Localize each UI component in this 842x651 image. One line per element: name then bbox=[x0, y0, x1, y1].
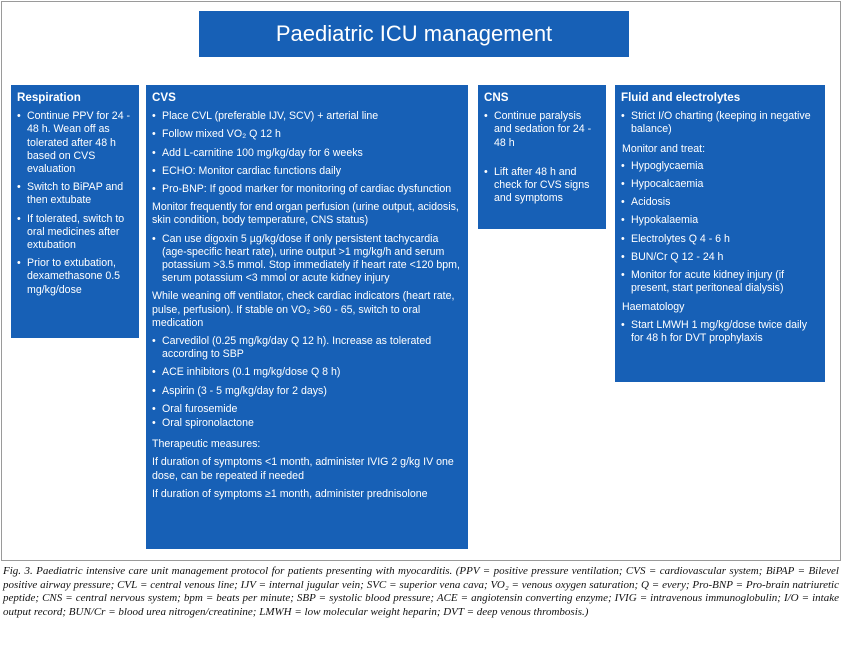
fluid-electrolytes-panel: Fluid and electrolytes Strict I/O charti… bbox=[615, 85, 825, 382]
cvs-oral-med-item: Oral spironolactone bbox=[152, 417, 462, 430]
cns-panel: CNS Continue paralysis and sedation for … bbox=[478, 85, 606, 229]
cns-item: Continue paralysis and sedation for 24 -… bbox=[484, 110, 600, 150]
respiration-panel: Respiration Continue PPV for 24 - 48 h. … bbox=[11, 85, 139, 338]
fluid-monitor-item: Hypoglycaemia bbox=[621, 160, 819, 173]
figure-caption: Fig. 3. Paediatric intensive care unit m… bbox=[3, 565, 839, 618]
cvs-oral-med-item: Oral furosemide bbox=[152, 403, 462, 416]
fluid-monitor-heading: Monitor and treat: bbox=[622, 142, 706, 155]
cvs-oral-med-item: ACE inhibitors (0.1 mg/kg/dose Q 8 h) bbox=[152, 366, 462, 379]
cvs-item: Add L-carnitine 100 mg/kg/day for 6 week… bbox=[152, 147, 462, 160]
fluid-monitor-item: Hypocalcaemia bbox=[621, 178, 819, 191]
fluid-monitor-item: Hypokalaemia bbox=[621, 214, 819, 227]
cvs-therapeutic-heading: Therapeutic measures: bbox=[152, 438, 261, 451]
cvs-monitor-text: Monitor frequently for end organ perfusi… bbox=[152, 201, 459, 227]
fluid-monitor-item: Electrolytes Q 4 - 6 h bbox=[621, 233, 819, 246]
fluid-haematology-item: Start LMWH 1 mg/kg/dose twice daily for … bbox=[621, 319, 819, 345]
fluid-monitor-item: Acidosis bbox=[621, 196, 819, 209]
fluid-monitor-item: Monitor for acute kidney injury (if pres… bbox=[621, 269, 819, 295]
cvs-panel: CVS Place CVL (preferable IJV, SCV) + ar… bbox=[146, 85, 468, 549]
cvs-item: Follow mixed VO₂ Q 12 h bbox=[152, 128, 462, 141]
cvs-therapeutic-item: If duration of symptoms <1 month, admini… bbox=[152, 456, 454, 482]
cvs-digoxin-item: Can use digoxin 5 µg/kg/dose if only per… bbox=[152, 233, 462, 286]
cvs-heading: CVS bbox=[152, 91, 176, 104]
cns-heading: CNS bbox=[484, 91, 509, 104]
respiration-item: Prior to extubation, dexamethasone 0.5 m… bbox=[17, 257, 133, 297]
fluid-heading: Fluid and electrolytes bbox=[621, 91, 741, 104]
cvs-oral-med-item: Carvedilol (0.25 mg/kg/day Q 12 h). Incr… bbox=[152, 335, 462, 361]
cvs-item: Place CVL (preferable IJV, SCV) + arteri… bbox=[152, 110, 462, 123]
fluid-monitor-item: BUN/Cr Q 12 - 24 h bbox=[621, 251, 819, 264]
fluid-charting-item: Strict I/O charting (keeping in negative… bbox=[621, 110, 819, 136]
cvs-item: ECHO: Monitor cardiac functions daily bbox=[152, 165, 462, 178]
diagram-title: Paediatric ICU management bbox=[199, 11, 629, 57]
cns-item: Lift after 48 h and check for CVS signs … bbox=[484, 166, 600, 206]
respiration-item: Continue PPV for 24 - 48 h. Wean off as … bbox=[17, 110, 133, 176]
cvs-item: Pro-BNP: If good marker for monitoring o… bbox=[152, 183, 462, 196]
cvs-weaning-text: While weaning off ventilator, check card… bbox=[152, 290, 455, 329]
cvs-therapeutic-item: If duration of symptoms ≥1 month, admini… bbox=[152, 487, 428, 500]
cvs-oral-med-item: Aspirin (3 - 5 mg/kg/day for 2 days) bbox=[152, 385, 462, 398]
respiration-item: If tolerated, switch to oral medicines a… bbox=[17, 213, 133, 253]
fluid-haematology-heading: Haematology bbox=[622, 301, 685, 314]
respiration-heading: Respiration bbox=[17, 91, 81, 104]
respiration-item: Switch to BiPAP and then extubate bbox=[17, 181, 133, 207]
